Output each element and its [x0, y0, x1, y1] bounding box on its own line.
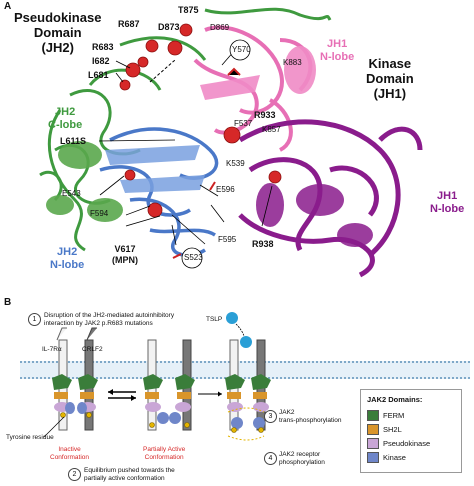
residue-f537: F537 [234, 119, 253, 128]
legend-swatch [367, 438, 379, 449]
partial-label: Partially Active Conformation [143, 446, 186, 461]
tyrosine-label: Tyrosine residue [6, 434, 54, 441]
legend-swatch [367, 424, 379, 435]
residue-v617: V617 (MPN) [112, 244, 138, 265]
jh2-clobe-label: JH2 C-lobe [48, 106, 83, 131]
residue-l611s: L611S [60, 136, 87, 146]
residue-k883: K883 [283, 58, 302, 67]
jh2-nlobe-label: JH2 N-lobe [50, 246, 85, 271]
residue-e596: E596 [216, 185, 235, 194]
step-1-badge: 1 [28, 313, 41, 326]
legend-title: JAK2 Domains: [367, 395, 423, 404]
jh1-domain-title: Kinase Domain (JH1) [366, 56, 414, 101]
residue-t875: T875 [178, 5, 199, 15]
legend-label: Pseudokinase [383, 439, 431, 448]
legend-swatch [367, 452, 379, 463]
residue-f594: F594 [90, 209, 109, 218]
residue-f595: F595 [218, 235, 237, 244]
residue-i682: I682 [92, 56, 110, 66]
panel-b-letter: B [4, 297, 12, 308]
residue-k857: K857 [262, 125, 281, 134]
inactive-label: Inactive Conformation [50, 446, 90, 461]
legend-label: SH2L [383, 425, 402, 434]
legend-label: Kinase [383, 453, 406, 462]
jh1-nlobe-right-label: JH1 N-lobe [430, 190, 465, 215]
residue-k539: K539 [226, 159, 245, 168]
jak2-domain-legend: JAK2 Domains: FERM SH2L Pseudokinase Kin… [360, 389, 462, 473]
tslp-ligand [226, 312, 238, 324]
legend-label: FERM [383, 411, 405, 420]
residue-spheres [119, 23, 282, 218]
jh1-nlobe-top-label: JH1 N-lobe [320, 38, 355, 63]
step-4-text: JAK2 receptor phosphorylation [279, 451, 325, 466]
il7ra-label: IL-7Rα [42, 346, 62, 353]
residue-y570: Y570 [232, 45, 251, 54]
residue-d869: D869 [210, 23, 230, 32]
residue-d873: D873 [158, 22, 180, 32]
step-3-badge: 3 [264, 410, 277, 423]
step-4-badge: 4 [264, 452, 277, 465]
step-1-text: Disruption of the JH2-mediated autoinhib… [44, 312, 175, 327]
step-3-text: JAK2 trans-phosphorylation [279, 409, 342, 424]
residue-l681: L681 [88, 70, 109, 80]
residue-s523: S523 [184, 253, 203, 262]
residue-r938: R938 [252, 239, 274, 249]
residue-r687: R687 [118, 19, 140, 29]
jh2-domain-title: Pseudokinase Domain (JH2) [14, 10, 102, 55]
legend-swatch [367, 410, 379, 421]
membrane [20, 361, 470, 379]
residue-r933: R933 [254, 110, 276, 120]
tslp-label: TSLP [206, 316, 223, 323]
residue-r683: R683 [92, 42, 114, 52]
panel-a-letter: A [4, 1, 12, 12]
step-2-text: Equilibrium pushed towards the partially… [84, 467, 175, 482]
crlf2-label: CRLF2 [82, 346, 103, 353]
step-2-badge: 2 [68, 468, 81, 481]
residue-e543: E543 [62, 189, 81, 198]
